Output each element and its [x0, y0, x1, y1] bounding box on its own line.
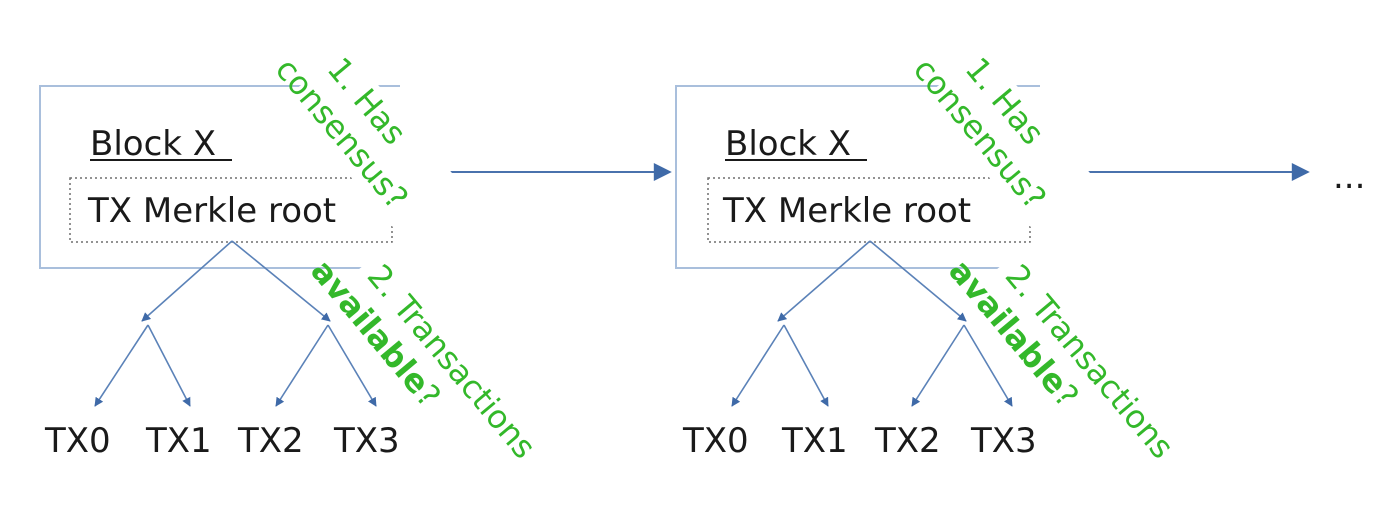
block-2-tree	[731, 240, 1013, 407]
block-2-tx3: TX3	[970, 421, 1037, 461]
block-2: Block X TX Merkle root TX0 TX1 TX2 TX3 1…	[675, 47, 1203, 510]
block-2-question-available: 2. Transactions available?	[941, 250, 1203, 510]
block-1-merkle-box	[69, 177, 393, 243]
block-1-frame	[39, 85, 400, 269]
block-1-title: Block X	[90, 124, 216, 164]
block-2-tx0: TX0	[682, 421, 749, 461]
block-1: Block X TX Merkle root TX0 TX1 TX2 TX3 1…	[39, 47, 565, 510]
block-2-frame	[675, 85, 1040, 269]
block-1-tx3: TX3	[333, 421, 400, 461]
block-1-merkle-root: TX Merkle root	[87, 191, 336, 231]
block-2-merkle-root: TX Merkle root	[722, 191, 971, 231]
block-2-tx2: TX2	[874, 421, 941, 461]
block-1-tree	[94, 240, 377, 407]
block-1-tx0: TX0	[44, 421, 111, 461]
block-1-tx1: TX1	[145, 421, 212, 461]
block-2-tx1: TX1	[781, 421, 848, 461]
block-1-tx2: TX2	[237, 421, 304, 461]
block-2-title: Block X	[725, 124, 851, 164]
block-1-question-available: 2. Transactions available?	[303, 250, 565, 510]
continuation-ellipsis: ...	[1333, 157, 1365, 197]
